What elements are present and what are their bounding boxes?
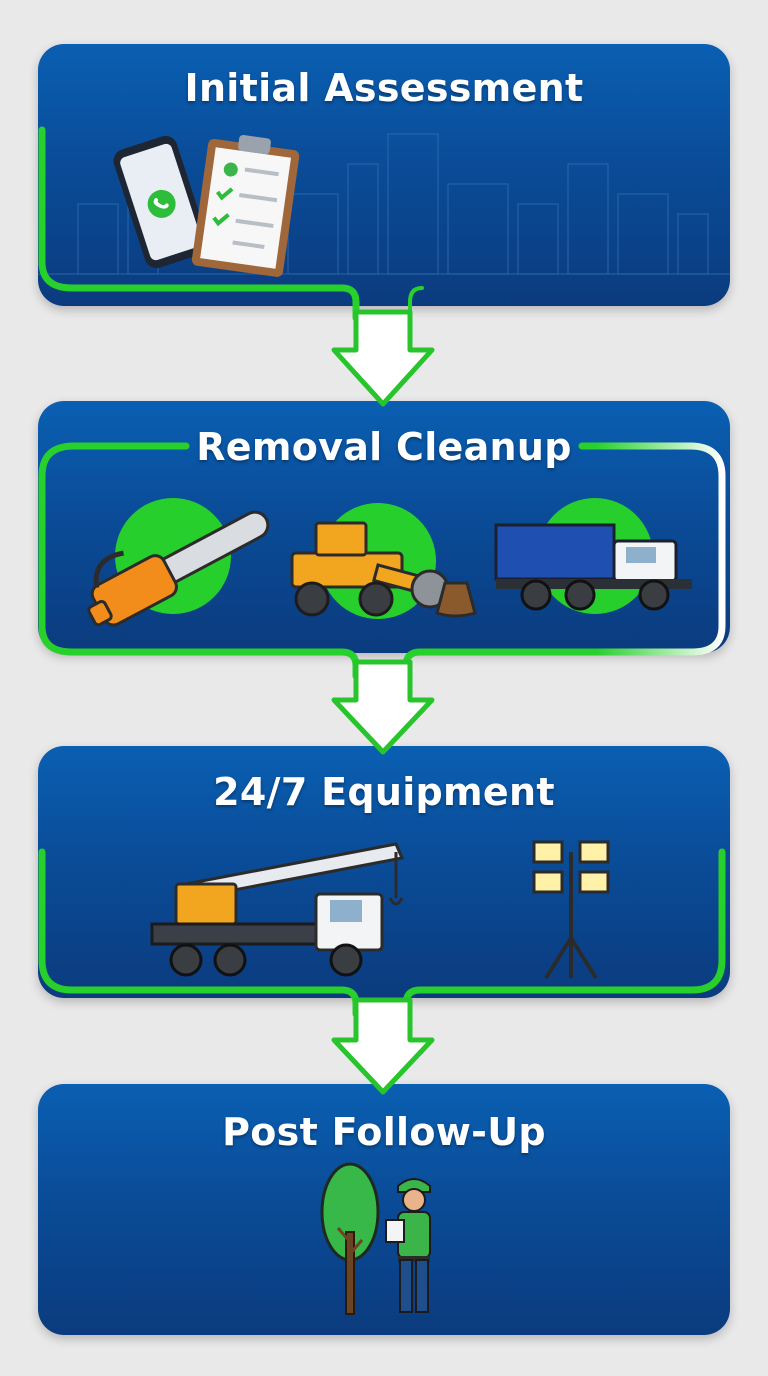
tree-icon [320,1162,380,1315]
arrow-down-icon [331,659,435,755]
dump-truck-icon [494,523,692,611]
step-title: Post Follow-Up [222,1110,546,1154]
crane-truck-icon [150,842,405,977]
stump-grinder-icon [290,521,477,618]
arborist-icon [385,1178,431,1313]
step-card-initial-assessment: Initial Assessment [38,44,730,306]
step-title: Removal Cleanup [196,425,572,469]
chainsaw-icon [87,510,270,627]
step-card-removal-cleanup: Removal Cleanup [38,401,730,653]
step-title: Initial Assessment [184,66,584,110]
arrow-down-icon [331,309,435,407]
light-tower-icon [532,840,610,980]
step-title: 24/7 Equipment [213,770,555,814]
clipboard-checklist-icon [191,134,300,277]
step-card-247-equipment: 24/7 Equipment [38,746,730,998]
step-card-post-follow-up: Post Follow-Up [38,1084,730,1335]
arrow-down-icon [331,997,435,1095]
